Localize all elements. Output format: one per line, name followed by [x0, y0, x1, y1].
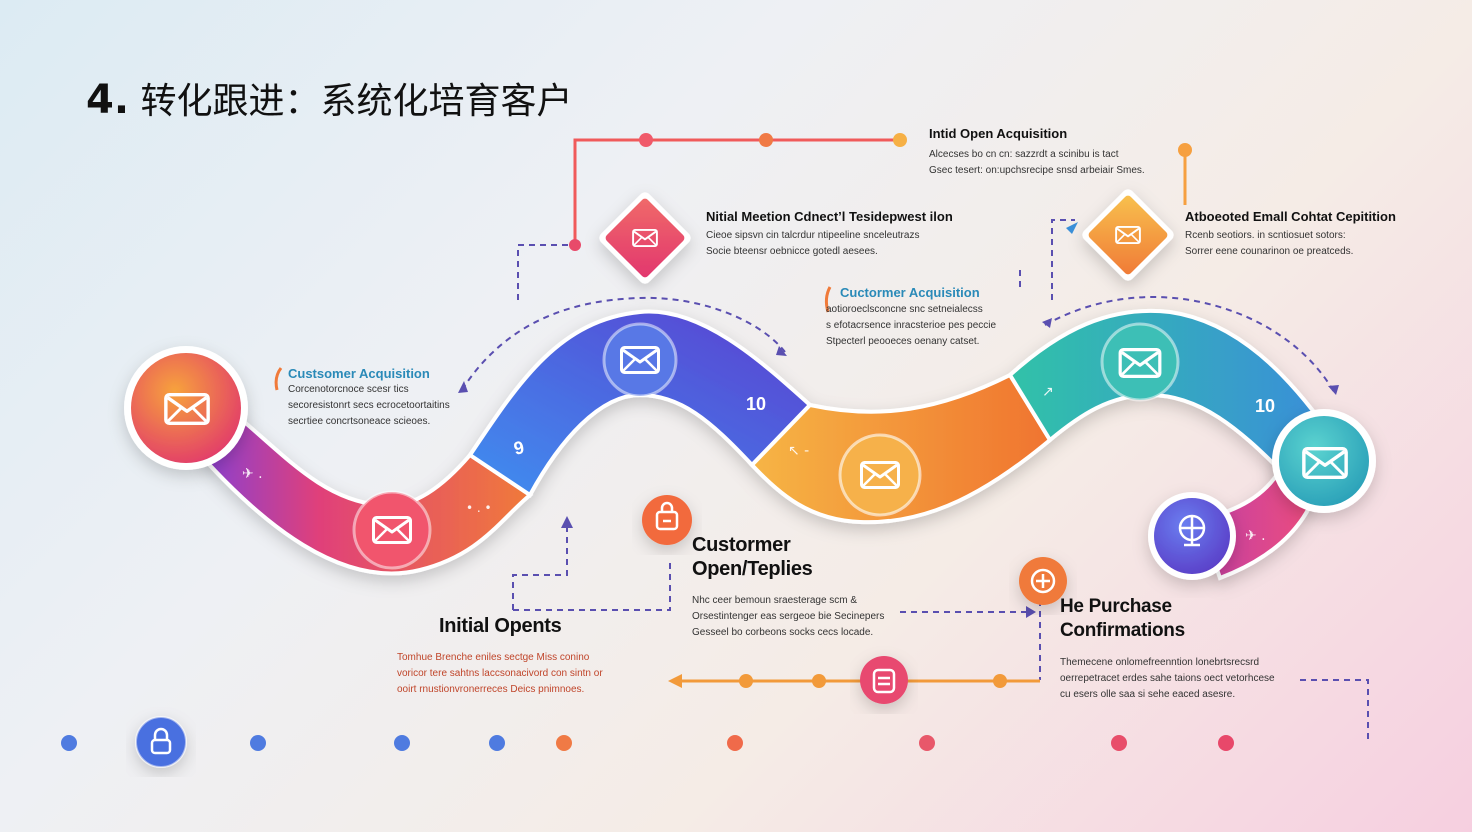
label-initial-mention: Nitial Meetion Cdnect’l Tesidepwest ilon… [706, 209, 953, 260]
label-description: Themecene onlomefreenntion lonebrtsrecsr… [1060, 655, 1300, 703]
timeline-dot [1111, 735, 1127, 751]
lock-icon [150, 727, 172, 755]
timeline-dot [61, 735, 77, 751]
description-line: s efotacrsence inracsterioe pes peccie [826, 320, 997, 331]
road-arrow-mark: ✈ . [1245, 528, 1266, 544]
envelope-disc-blue [602, 322, 678, 398]
label-heading: Custormer Open/Teplies [692, 534, 813, 580]
start-envelope-disc [124, 346, 248, 470]
end-envelope-disc [1272, 409, 1376, 513]
label-description: Tomhue Brenche eniles sectge Miss conino… [397, 650, 603, 698]
timeline-dot [250, 735, 266, 751]
coin-icon [1030, 568, 1056, 594]
description-line: Themecene onlomefreenntion lonebrtsrecsr… [1060, 657, 1259, 668]
timeline-dot [1218, 735, 1234, 751]
envelope-disc-orange [838, 433, 922, 517]
description-line: Tomhue Brenche eniles sectge Miss conino [397, 652, 590, 663]
description-line: ooirt rnustionvronerreces Deics pnimnoes… [397, 684, 585, 695]
connector-bottom-orange [668, 674, 1040, 688]
connector-orange-vertical [1178, 143, 1192, 205]
diamond-orange [1082, 189, 1174, 281]
label-customer-acquisition-mid: Cuctormer Acquisition aotioroeclsconcne … [826, 285, 996, 350]
lock-icon-circle [135, 716, 187, 768]
timeline-dot [489, 735, 505, 751]
description-line: Orsestintenger eas sergeoe bie Secineper… [692, 611, 885, 622]
accent-bracket [824, 286, 832, 313]
description-line: Rcenb seotiors. in scntiosuet sotors: [1185, 230, 1346, 241]
road-markers: ✈ . • . • ↖ - ↗ ✈ . [242, 384, 1266, 544]
description-line: Sorrer eene counarinon oe preatceds. [1185, 246, 1354, 257]
description-line: Gesseel bo corbeons socks cecs locade. [692, 627, 874, 638]
description-line: Gsec tesert: on:upchsrecipe snsd arbeiai… [929, 165, 1145, 176]
timeline-dot [919, 735, 935, 751]
description-line: Cieoe sipsvn cin talcrdur ntipeeline snc… [706, 230, 920, 241]
label-initial-open-acquisition: Intid Open Acquisition Alcecses bo cn cn… [929, 126, 1145, 179]
label-initial-opents: Initial Opents Tomhue Brenche eniles sec… [397, 615, 603, 698]
diamond-red [599, 192, 691, 284]
dashed-arrowheads [458, 222, 1339, 618]
timeline-dot [727, 735, 743, 751]
label-description: Cieoe sipsvn cin talcrdur ntipeeline snc… [706, 228, 953, 260]
timeline-dot [394, 735, 410, 751]
description-line: Alcecses bo cn cn: sazzrdt a scinibu is … [929, 149, 1119, 160]
bag-icon-circle [642, 495, 692, 545]
coin-icon-circle [1019, 557, 1067, 605]
timeline [61, 716, 1368, 768]
label-customer-acquisition-left: Custsomer Acquisition Corcenotorcnoce sc… [288, 366, 450, 430]
envelope-disc-left-road [352, 490, 432, 570]
envelope-disc-teal [1100, 322, 1180, 402]
label-heading: Intid Open Acquisition [929, 126, 1068, 141]
label-description: Rcenb seotiors. in scntiosuet sotors: So… [1185, 228, 1396, 260]
road-arrow-mark: ↖ - [788, 443, 809, 459]
label-description: aotioroeclsconcne snc setneialecss s efo… [826, 302, 996, 350]
page-title: 4. 转化跟进：系统化培育客户 [86, 77, 573, 123]
basket-icon-circle [860, 656, 908, 704]
path-number-10-middle: 10 [746, 394, 767, 414]
label-heading: Atboeoted Emall Cohtat Cepitition [1185, 209, 1396, 224]
connector-top [569, 133, 907, 251]
description-line: Corcenotorcnoce scesr tics [288, 384, 409, 395]
description-line: secrtiee concrtsoneace scieoes. [288, 416, 431, 427]
label-heading: Custsomer Acquisition [288, 366, 430, 381]
description-line: aotioroeclsconcne snc setneialecss [826, 304, 983, 315]
label-purchase-confirmations: He Purchase Confirmations Themecene onlo… [1060, 595, 1275, 703]
accent-bracket [274, 367, 283, 391]
label-heading: Initial Opents [439, 615, 562, 637]
description-line: Socie bteensr oebnicce gotedl aesees. [706, 246, 878, 257]
road-arrow-mark: ↗ [1042, 384, 1054, 400]
label-heading: He Purchase Confirmations [1060, 596, 1185, 641]
globe-icon [1178, 514, 1206, 547]
label-description: Corcenotorcnoce scesr tics secoresistonr… [288, 382, 450, 430]
description-line: cu esers olle saa si sehe eaced asesre. [1060, 689, 1236, 700]
road-dot-mark: • . • [466, 501, 492, 515]
description-line: secoresistonrt secs ecrocetoortaitins [288, 400, 450, 411]
label-description: Alcecses bo cn cn: sazzrdt a scinibu is … [929, 147, 1145, 179]
description-line: Nhc ceer bemoun sraesterage scm & [692, 595, 858, 606]
bag-icon [655, 501, 679, 531]
path-number-10-teal: 10 [1255, 396, 1276, 416]
road-arrow-mark: ✈ . [242, 466, 263, 482]
label-heading: Nitial Meetion Cdnect’l Tesidepwest ilon [706, 209, 953, 224]
description-line: oerrepetracet erdes sahe taions oect vet… [1060, 673, 1275, 684]
label-description: Nhc ceer bemoun sraesterage scm & Orsest… [692, 593, 922, 641]
path-segment-blue [467, 309, 813, 498]
globe-disc [1148, 492, 1236, 580]
label-heading: Cuctormer Acquisition [840, 285, 980, 300]
basket-icon [872, 668, 896, 694]
label-automated-email: Atboeoted Emall Cohtat Cepitition Rcenb … [1185, 209, 1396, 260]
description-line: voricor tere sahtns laccsonacivord con s… [397, 668, 603, 679]
dashed-connectors [461, 219, 1369, 743]
label-customer-opens: Custormer Open/Teplies Nhc ceer bemoun s… [692, 533, 884, 641]
timeline-dot [556, 735, 572, 751]
description-line: Stpecterl peooeces oenany catset. [826, 336, 980, 347]
